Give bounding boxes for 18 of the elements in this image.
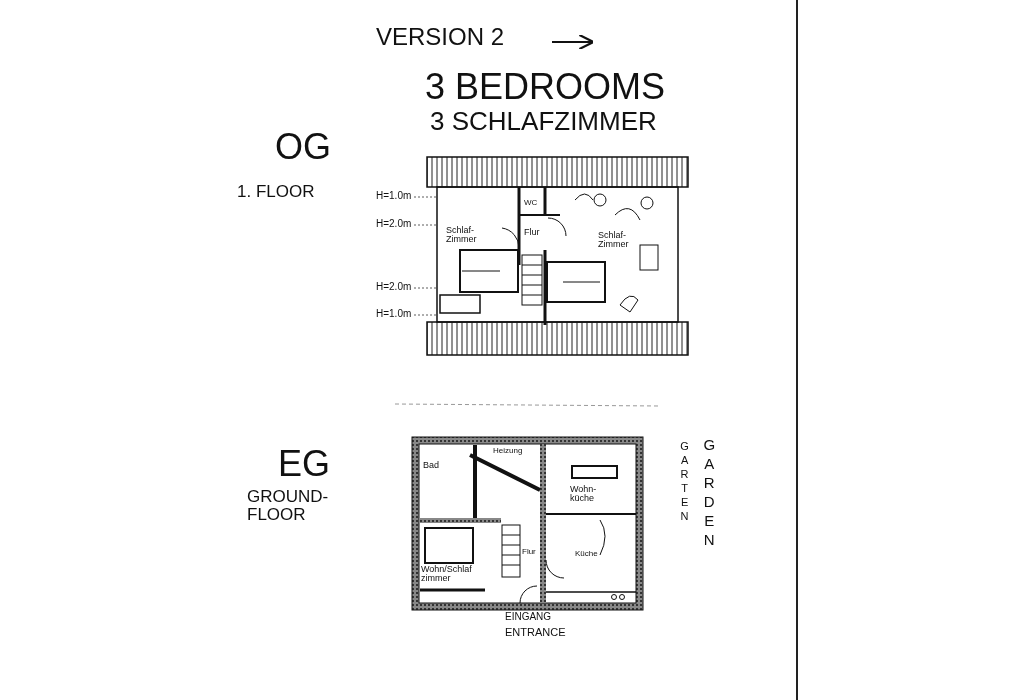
version-heading: VERSION 2 <box>376 24 505 50</box>
room-label: Küche <box>575 550 598 559</box>
height-mark-text: H=2.0m <box>376 282 412 293</box>
entrance-label: ENTRANCE <box>505 627 566 639</box>
room-label: Heizung <box>493 447 523 456</box>
room-label: Bad <box>423 461 439 471</box>
heading-text: 3 BEDROOMS <box>425 68 666 106</box>
room-label: WC <box>524 199 538 208</box>
entrance-label: EINGANG <box>505 612 552 623</box>
height-mark-text: H=1.0m <box>376 191 412 202</box>
room-label: Flur <box>524 228 540 238</box>
room-label: Flur <box>522 548 536 557</box>
height-mark-text: H=1.0m <box>376 309 412 320</box>
height-mark-text: H=2.0m <box>376 219 412 230</box>
floor-code-text: EG <box>278 445 330 483</box>
room-label: Schlaf- Zimmer <box>598 231 632 250</box>
floor-code-text: OG <box>275 128 331 166</box>
subheading-text: 3 SCHLAFZIMMER <box>430 108 657 136</box>
